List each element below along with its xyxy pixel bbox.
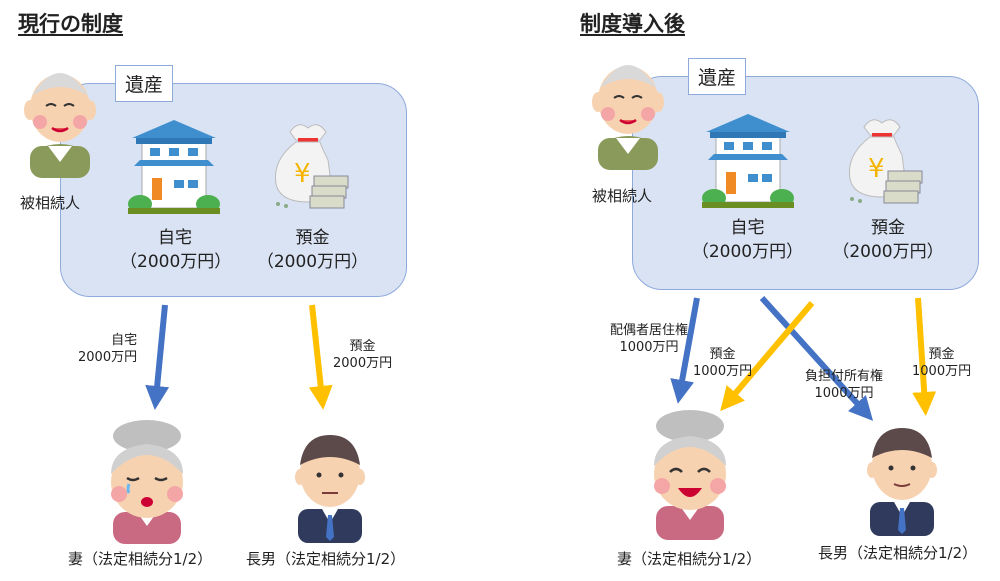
right-arrow-savings-wife-line1: 預金 xyxy=(709,347,736,362)
house-icon xyxy=(128,120,220,214)
right-arrow-residence-line2: 1000万円 xyxy=(619,340,679,355)
son-icon xyxy=(295,435,365,543)
right-house-label: 自宅 （2000万円） xyxy=(690,216,805,264)
left-arrow-savings-line2: 2000万円 xyxy=(333,356,393,371)
right-arrow-label-savings-wife: 預金 1000万円 xyxy=(693,346,752,380)
left-estate-label: 遺産 xyxy=(115,65,174,102)
arrow-savings-to-son xyxy=(308,304,333,410)
right-arrow-residence-line1: 配偶者居住権 xyxy=(610,323,689,338)
right-arrow-savings-son-line1: 預金 xyxy=(928,347,955,362)
right-arrow-savings-son-line2: 1000万円 xyxy=(912,364,972,379)
left-wife-label: 妻（法定相続分1/2） xyxy=(68,550,213,568)
grandpa-icon xyxy=(592,65,664,170)
right-house-name: 自宅 xyxy=(730,218,765,238)
arrow-savings-to-wife xyxy=(720,301,815,412)
left-arrow-label-house: 自宅 2000万円 xyxy=(78,332,137,366)
left-savings-amount: （2000万円） xyxy=(256,252,369,272)
money-bag-icon: ¥ xyxy=(274,124,349,209)
left-house-amount: （2000万円） xyxy=(120,252,232,272)
right-arrow-label-savings-son: 預金 1000万円 xyxy=(912,346,971,380)
right-savings-name: 預金 xyxy=(871,218,905,238)
grandma-icon xyxy=(654,410,726,540)
arrow-savings-to-son-right xyxy=(912,297,937,416)
left-savings-label: 預金 （2000万円） xyxy=(255,226,370,274)
right-estate-label: 遺産 xyxy=(688,58,747,95)
right-wife-label: 妻（法定相続分1/2） xyxy=(617,550,762,568)
left-arrow-label-savings: 預金 2000万円 xyxy=(333,338,392,372)
right-savings-amount: （2000万円） xyxy=(832,242,944,262)
right-heading: 制度導入後 xyxy=(580,12,685,36)
left-deceased-label: 被相続人 xyxy=(20,194,81,212)
son-icon xyxy=(867,428,937,536)
left-arrow-house-line2: 2000万円 xyxy=(78,350,138,365)
left-house-name: 自宅 xyxy=(158,228,192,248)
left-son-label: 長男（法定相続分1/2） xyxy=(246,550,406,568)
left-heading: 現行の制度 xyxy=(18,12,123,36)
right-arrow-label-ownership: 負担付所有権 1000万円 xyxy=(805,368,883,402)
right-arrow-savings-wife-line2: 1000万円 xyxy=(693,364,753,379)
left-savings-name: 預金 xyxy=(295,228,330,248)
right-arrow-ownership-line1: 負担付所有権 xyxy=(805,369,884,384)
right-son-label: 長男（法定相続分1/2） xyxy=(818,544,978,562)
grandma-icon xyxy=(111,420,183,544)
right-arrow-label-residence: 配偶者居住権 1000万円 xyxy=(610,322,688,356)
left-arrow-house-line1: 自宅 xyxy=(111,333,138,348)
right-house-amount: （2000万円） xyxy=(691,242,804,262)
left-arrow-savings-line1: 預金 xyxy=(349,339,376,354)
money-bag-icon: ¥ xyxy=(848,119,923,204)
right-savings-label: 預金 （2000万円） xyxy=(828,216,948,264)
grandpa-icon xyxy=(24,73,96,178)
arrow-house-to-wife xyxy=(145,304,170,410)
arrow-ownership-to-son xyxy=(759,295,874,421)
arrow-residence-right-to-wife xyxy=(670,297,700,404)
svg-text:¥: ¥ xyxy=(868,154,885,184)
left-estate-box xyxy=(60,83,407,297)
left-house-label: 自宅 （2000万円） xyxy=(120,226,232,274)
house-icon xyxy=(702,114,794,208)
right-arrow-ownership-line2: 1000万円 xyxy=(814,386,874,401)
right-deceased-label: 被相続人 xyxy=(592,187,653,205)
svg-text:¥: ¥ xyxy=(294,159,311,189)
